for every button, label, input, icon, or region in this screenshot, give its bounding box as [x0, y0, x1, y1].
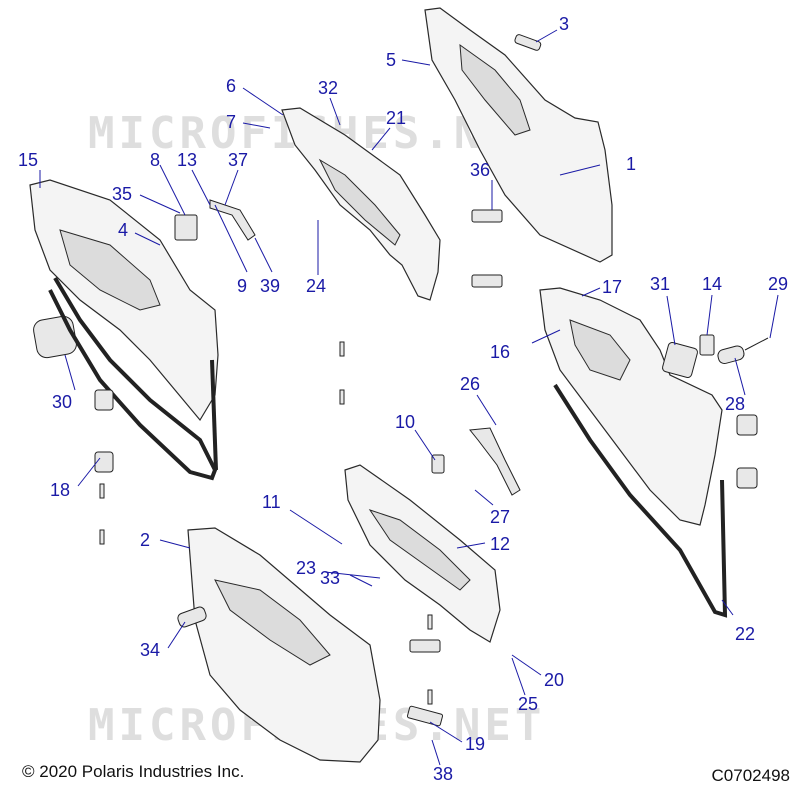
left-door-seal [48, 276, 218, 481]
callout-9: 9 [237, 276, 247, 296]
part-12-frame-cutout [368, 509, 471, 591]
callout-36: 36 [470, 160, 490, 180]
part-27-latch-linkage [469, 427, 521, 496]
callout-labels: 1 2 3 4 5 6 7 8 9 10 11 12 13 14 15 16 1… [18, 14, 788, 784]
part-28-lock-cylinder [717, 345, 745, 365]
bolt-lower-2 [427, 689, 433, 705]
part-18-pad-lower [94, 451, 114, 473]
callout-33: 33 [320, 568, 340, 588]
copyright-notice: © 2020 Polaris Industries Inc. [22, 762, 245, 781]
bolt-center-2 [339, 389, 345, 405]
bolt-center-1 [339, 341, 345, 357]
callout-4: 4 [118, 220, 128, 240]
part-3-handle [514, 34, 542, 51]
part-2-door-recess [214, 579, 331, 666]
callout-10: 10 [395, 412, 415, 432]
part-19-hinge-upper [409, 639, 441, 653]
callout-34: 34 [140, 640, 160, 660]
callout-30: 30 [52, 392, 72, 412]
leader-lines [39, 29, 779, 766]
part-37-door-latch-link [209, 199, 256, 241]
callout-22: 22 [735, 624, 755, 644]
callout-7: 7 [226, 112, 236, 132]
callout-35: 35 [112, 184, 132, 204]
callout-32: 32 [318, 78, 338, 98]
callout-16: 16 [490, 342, 510, 362]
callout-20: 20 [544, 670, 564, 690]
part-6-frame-cutout [318, 158, 401, 246]
callout-14: 14 [702, 274, 722, 294]
callout-17: 17 [602, 277, 622, 297]
callout-13: 13 [177, 150, 197, 170]
part-22-door-seal [553, 383, 728, 618]
callout-23: 23 [296, 558, 316, 578]
callout-15: 15 [18, 150, 38, 170]
callout-1: 1 [626, 154, 636, 174]
callout-11: 11 [262, 492, 281, 512]
callout-19: 19 [465, 734, 485, 754]
callout-31: 31 [650, 274, 670, 294]
bolt-left-2 [99, 529, 105, 545]
callout-28: 28 [725, 394, 745, 414]
part-30-handle-bracket [33, 315, 77, 359]
callout-2: 2 [140, 530, 150, 550]
part-36-hinge-lower [471, 274, 503, 288]
callout-24: 24 [306, 276, 326, 296]
left-seal-vertical [210, 359, 218, 471]
callout-26: 26 [460, 374, 480, 394]
part-1-door-recess [459, 43, 531, 136]
part-36-hinge-upper [471, 209, 503, 223]
part-14-latch-pawl [699, 334, 715, 356]
part-19-hinge-lower [406, 705, 444, 727]
callout-12: 12 [490, 534, 510, 554]
bolt-lower-1 [427, 614, 433, 630]
diagram-reference-code: C0702498 [711, 766, 790, 785]
bolt-left-1 [99, 483, 105, 499]
part-18-pad-upper [94, 389, 114, 411]
callout-25: 25 [518, 694, 538, 714]
callout-38: 38 [433, 764, 453, 784]
callout-8: 8 [150, 150, 160, 170]
callout-37: 37 [228, 150, 248, 170]
part-16-door-recess [569, 319, 631, 381]
callout-27: 27 [490, 507, 510, 527]
right-pad-upper [736, 414, 758, 436]
callout-29: 29 [768, 274, 788, 294]
callout-18: 18 [50, 480, 70, 500]
callout-5: 5 [386, 50, 396, 70]
callout-6: 6 [226, 76, 236, 96]
right-pad-lower [736, 467, 758, 489]
part-15-door-recess [59, 229, 161, 311]
callout-3: 3 [559, 14, 569, 34]
callout-21: 21 [386, 108, 406, 128]
part-31-latch-housing [662, 342, 698, 378]
part-8-hinge-bracket [174, 214, 198, 241]
part-29-pin [744, 337, 769, 351]
callout-39: 39 [260, 276, 280, 296]
